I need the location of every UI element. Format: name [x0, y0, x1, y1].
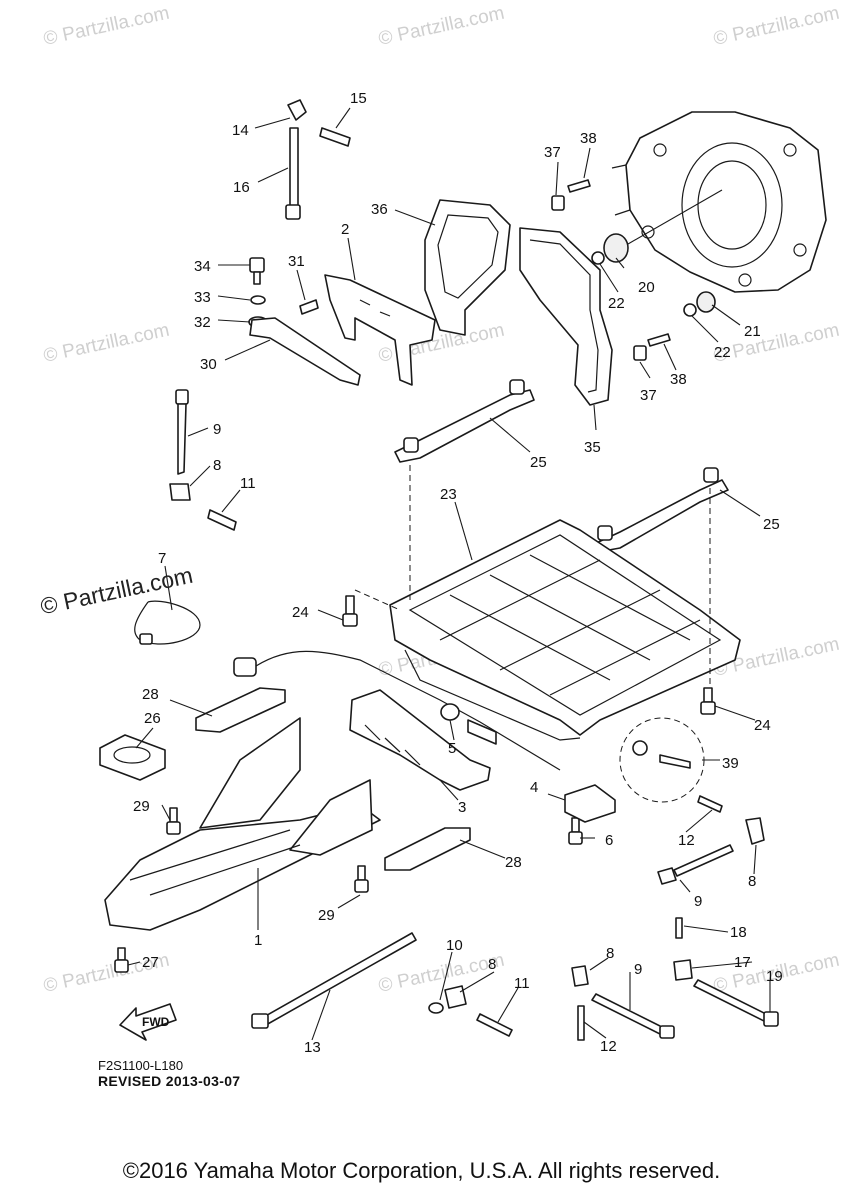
watermark: © Partzilla.com — [377, 3, 507, 50]
callout-label: 29 — [318, 907, 335, 924]
plate-26-drawing — [99, 734, 166, 781]
callout-label: 8 — [606, 945, 614, 962]
callout-label: 22 — [714, 344, 731, 361]
callout-label: 37 — [640, 387, 657, 404]
callout-label: 10 — [446, 937, 463, 954]
bracket-4-drawing — [564, 784, 616, 823]
plate-35-drawing — [519, 227, 613, 406]
watermark: © Partzilla.com — [712, 320, 842, 367]
callout-label: 22 — [608, 295, 625, 312]
watermark: © Partzilla.com — [377, 950, 507, 997]
callout-label: 2 — [341, 221, 349, 238]
cable-tie-16-drawing — [285, 99, 351, 220]
callout-label: 24 — [292, 604, 309, 621]
callout-label: 1 — [254, 932, 262, 949]
callout-label: 18 — [730, 924, 747, 941]
callout-label: 28 — [142, 686, 159, 703]
copyright-notice: ©2016 Yamaha Motor Corporation, U.S.A. A… — [122, 1158, 721, 1183]
leader-lines — [127, 107, 771, 1041]
callout-label: 8 — [748, 873, 756, 890]
callout-label: 29 — [133, 798, 150, 815]
clip-39-drawing — [619, 717, 705, 803]
cable-tie-9-right-drawing — [657, 844, 734, 885]
cable-tie-19-drawing — [693, 979, 779, 1027]
callout-label: 9 — [213, 421, 221, 438]
cable-tie-13-drawing — [251, 932, 417, 1029]
watermark: © Partzilla.com — [42, 320, 172, 367]
callout-label: 34 — [194, 258, 211, 275]
callout-label: 38 — [670, 371, 687, 388]
cable-tie-9-lower-drawing — [591, 993, 675, 1039]
bracket-2-drawing — [324, 274, 436, 386]
callout-label: 20 — [638, 279, 655, 296]
callout-label: 9 — [634, 961, 642, 978]
watermark: © Partzilla.com — [42, 3, 172, 50]
callout-label: 8 — [488, 956, 496, 973]
callout-labels: 15 14 16 38 37 36 2 34 31 33 32 20 22 21… — [133, 90, 783, 1056]
callout-label: 16 — [233, 179, 250, 196]
bolt-24-drawing — [342, 595, 716, 715]
drawing-code: F2S1100-L180 — [98, 1058, 184, 1073]
callout-label: 23 — [440, 486, 457, 503]
bolt-29-27-6-drawing — [114, 807, 583, 973]
callout-label: 12 — [678, 832, 695, 849]
callout-label: 11 — [240, 475, 256, 492]
callout-label: 25 — [763, 516, 780, 533]
callout-label: 7 — [158, 550, 166, 567]
grate-3-drawing — [349, 689, 491, 791]
bolt-37-38-drawing — [551, 179, 671, 361]
callout-label: 6 — [605, 832, 613, 849]
callout-label: 36 — [371, 201, 388, 218]
hull-piece-1-drawing — [104, 717, 381, 931]
callout-label: 4 — [530, 779, 538, 796]
watermark: © Partzilla.com — [712, 3, 842, 50]
callout-label: 39 — [722, 755, 739, 772]
fwd-label: FWD — [142, 1015, 170, 1029]
rail-25-upper-drawing — [394, 379, 535, 463]
callout-label: 5 — [448, 740, 456, 757]
callout-label: 28 — [505, 854, 522, 871]
callout-label: 37 — [544, 144, 561, 161]
frame-23-drawing — [389, 519, 741, 741]
fwd-arrow: FWD — [119, 1003, 177, 1041]
revision-date: REVISED 2013-03-07 — [98, 1073, 241, 1089]
callout-label: 13 — [304, 1039, 321, 1056]
callout-label: 17 — [734, 954, 751, 971]
callout-label: 21 — [744, 323, 761, 340]
clip-10-rivet-11-12-drawing — [428, 1002, 585, 1041]
callout-label: 9 — [694, 893, 702, 910]
cable-tie-9-upper-drawing — [169, 389, 237, 531]
callout-label: 30 — [200, 356, 217, 373]
callout-label: 38 — [580, 130, 597, 147]
callout-label: 8 — [213, 457, 221, 474]
sensor-cable-5-drawing — [233, 650, 561, 771]
callout-label: 25 — [530, 454, 547, 471]
callout-label: 11 — [514, 975, 530, 992]
engine-mount-20-21-drawing — [591, 189, 723, 317]
callout-label: 26 — [144, 710, 161, 727]
rivet-18-17-drawing — [673, 917, 693, 981]
callout-label: 19 — [766, 968, 783, 985]
callout-label: 32 — [194, 314, 211, 331]
callout-label: 24 — [754, 717, 771, 734]
callout-label: 14 — [232, 122, 249, 139]
bracket-28-upper-drawing — [195, 687, 286, 733]
callout-label: 33 — [194, 289, 211, 306]
rail-25-lower-drawing — [591, 467, 729, 553]
gasket-36-drawing — [424, 199, 511, 336]
callout-label: 27 — [142, 954, 159, 971]
callout-label: 15 — [350, 90, 367, 107]
callout-label: 35 — [584, 439, 601, 456]
callout-label: 31 — [288, 253, 305, 270]
callout-label: 12 — [600, 1038, 617, 1055]
bolt-31-34-drawing — [248, 257, 319, 328]
engine-housing-drawing — [611, 111, 827, 293]
clip-8-right-drawing — [697, 795, 765, 845]
callout-label: 3 — [458, 799, 466, 816]
bracket-28-lower-drawing — [384, 827, 471, 871]
cable-tie-7-drawing — [134, 600, 201, 645]
strap-30-drawing — [249, 317, 361, 386]
